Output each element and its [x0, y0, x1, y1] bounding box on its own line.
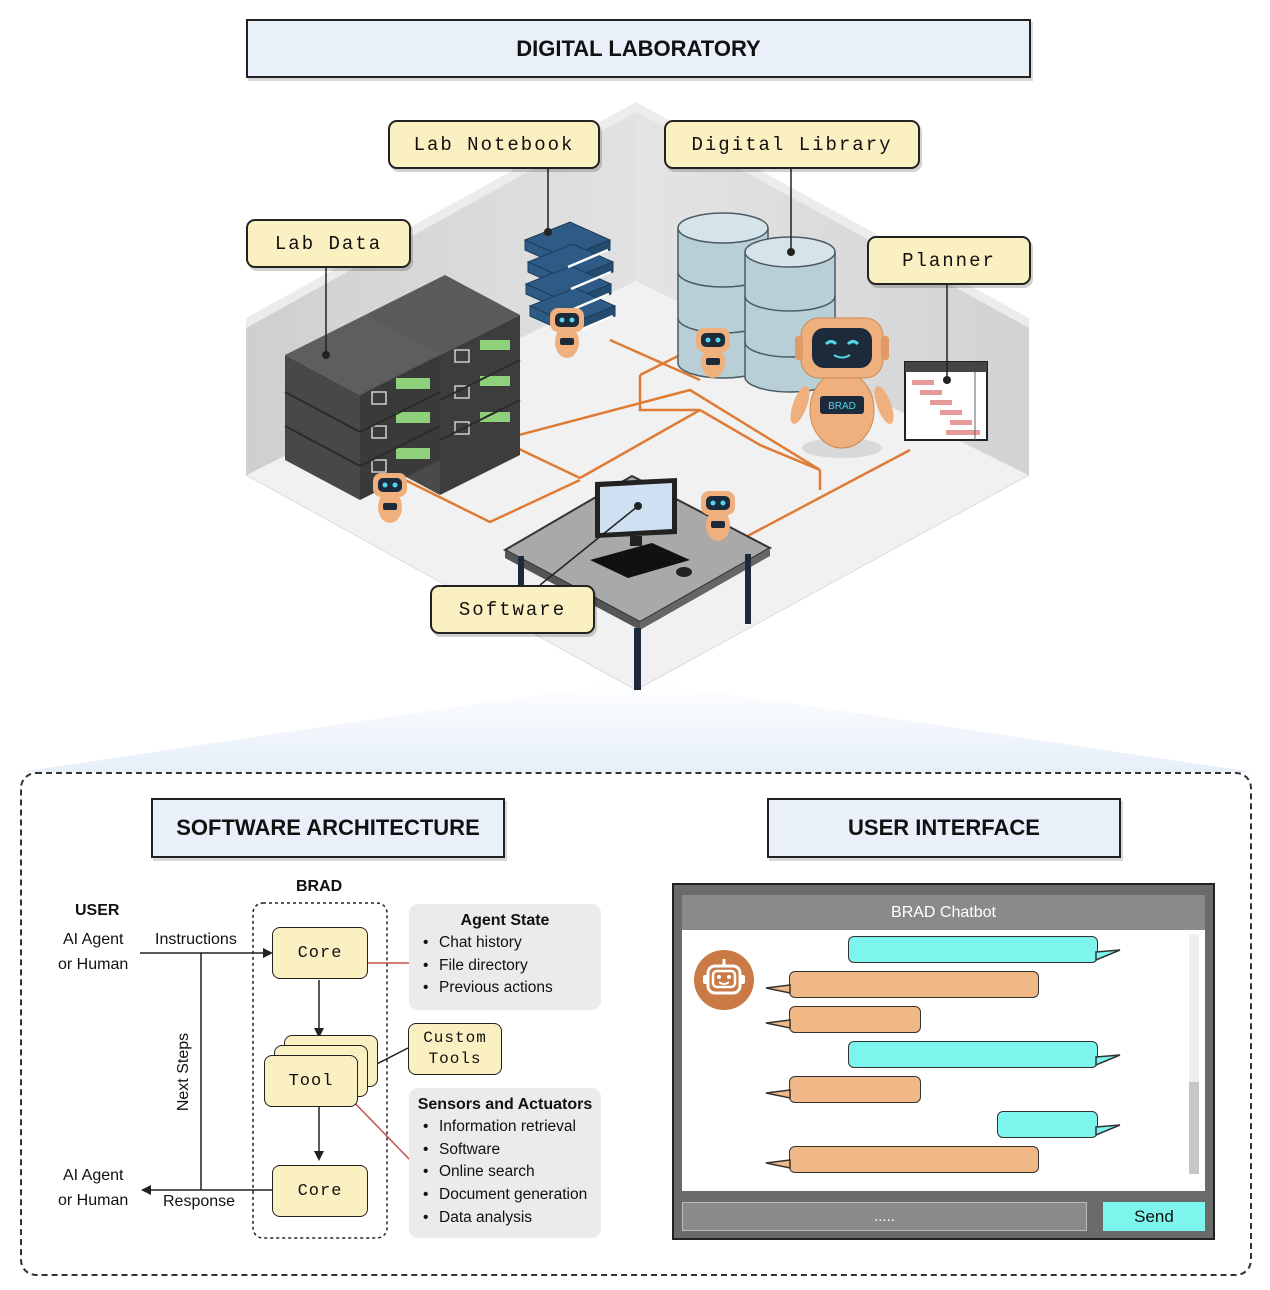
software-architecture-title: SOFTWARE ARCHITECTURE	[151, 798, 505, 858]
sensor-item: Information retrieval	[423, 1116, 601, 1139]
user-message-bubble	[848, 1041, 1098, 1068]
agent-state-item: Previous actions	[423, 977, 601, 1000]
input-actor-line2: or Human	[58, 956, 129, 973]
agent-state-box: Agent State Chat history File directory …	[409, 904, 601, 1010]
chatbot-header: BRAD Chatbot	[682, 895, 1205, 930]
core-bottom-box: Core	[272, 1165, 368, 1217]
core-top-box: Core	[272, 927, 368, 979]
user-message-bubble	[997, 1111, 1098, 1138]
sensors-actuators-box: Sensors and Actuators Information retrie…	[409, 1088, 601, 1238]
brad-label: BRAD	[296, 878, 343, 895]
bot-message-bubble	[789, 1006, 921, 1033]
brad-robot	[790, 317, 894, 458]
output-actor-line2: or Human	[58, 1192, 129, 1209]
label-software: Software	[430, 585, 595, 634]
server-racks	[284, 275, 521, 500]
agent-state-title: Agent State	[460, 912, 550, 929]
sensor-item: Online search	[423, 1161, 601, 1184]
brad-boundary	[252, 902, 388, 1239]
label-digital-library: Digital Library	[664, 120, 920, 169]
small-robots	[373, 308, 735, 541]
bot-message-bubble	[789, 1146, 1039, 1173]
planner-chart	[904, 361, 988, 441]
label-lab-data: Lab Data	[246, 219, 411, 268]
sensors-actuators-title: Sensors and Actuators	[417, 1096, 593, 1113]
bot-message-bubble	[789, 1076, 921, 1103]
bubble-tails	[765, 949, 1121, 1169]
sensor-item: Software	[423, 1139, 601, 1162]
response-label: Response	[163, 1193, 236, 1210]
agent-state-item: Chat history	[423, 932, 601, 955]
user-message-bubble	[848, 936, 1098, 963]
chat-input[interactable]: .....	[682, 1202, 1087, 1231]
lower-panel-frame	[20, 772, 1252, 1276]
custom-tools-box: Custom Tools	[408, 1023, 502, 1075]
bot-message-bubble	[789, 971, 1039, 998]
tool-box: Tool	[264, 1055, 358, 1107]
output-actor-line1: AI Agent	[63, 1167, 124, 1184]
label-lab-notebook: Lab Notebook	[388, 120, 600, 169]
custom-tools-line1: Custom	[423, 1029, 487, 1047]
lab-room-illustration: BRAD	[20, 102, 1252, 772]
custom-tools-line2: Tools	[428, 1050, 482, 1068]
label-planner: Planner	[867, 236, 1031, 285]
label-leader-lines	[325, 166, 948, 586]
user-interface-title: USER INTERFACE	[767, 798, 1121, 858]
instructions-label: Instructions	[155, 931, 237, 948]
user-label: USER	[75, 902, 120, 919]
brad-robot-badge: BRAD	[828, 401, 856, 412]
send-button[interactable]: Send	[1103, 1202, 1205, 1231]
next-steps-label: Next Steps	[175, 1032, 192, 1112]
digital-library-databases	[677, 212, 836, 393]
chat-scrollbar[interactable]	[1189, 934, 1199, 1174]
input-actor-line1: AI Agent	[63, 931, 124, 948]
robot-avatar-icon	[694, 950, 754, 1010]
chat-scrollbar-thumb[interactable]	[1189, 1082, 1199, 1174]
agent-state-item: File directory	[423, 955, 601, 978]
sensor-item: Data analysis	[423, 1207, 601, 1230]
sensor-item: Document generation	[423, 1184, 601, 1207]
digital-lab-title: DIGITAL LABORATORY	[246, 19, 1031, 78]
